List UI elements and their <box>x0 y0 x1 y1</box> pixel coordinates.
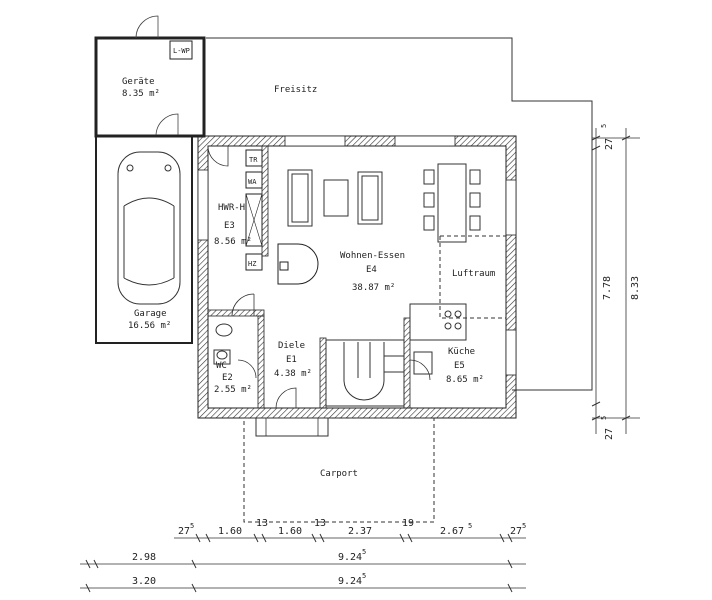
label-geraete: Geräte <box>122 77 155 87</box>
code-hwr: E3 <box>224 221 235 231</box>
label-wc: WC <box>216 361 227 371</box>
dim-right-v2: 8.33 <box>630 276 641 300</box>
dining-table <box>423 163 481 243</box>
car-icon <box>117 151 181 305</box>
code-diele: E1 <box>286 355 297 365</box>
area-hwr: 8.56 m² <box>214 237 252 247</box>
dim-top-1-sup: 5 <box>190 522 194 530</box>
dim-bottom-b: 9.24 <box>338 576 362 587</box>
dim-right-top: 27 <box>604 138 615 150</box>
dim-bottom-b-sup: 5 <box>362 572 366 580</box>
doors <box>207 145 431 409</box>
dim-top-7: 19 <box>402 518 414 529</box>
appliance-hz: HZ <box>248 260 256 268</box>
appliance-tr: TR <box>249 156 258 164</box>
dim-bottom-a: 3.20 <box>132 576 156 587</box>
dim-top-9-sup: 5 <box>522 522 526 530</box>
dim-mid-b: 9.24 <box>338 552 362 563</box>
label-luftraum: Luftraum <box>452 269 495 279</box>
dimension-lines <box>80 128 640 589</box>
dim-right-bottom: 27 <box>604 428 615 440</box>
dim-top-8-sup: 5 <box>468 522 472 530</box>
dim-mid-a: 2.98 <box>132 552 156 563</box>
dimension-ticks <box>85 135 631 593</box>
area-kueche: 8.65 m² <box>446 375 484 385</box>
label-kueche: Küche <box>448 347 475 357</box>
geraete-shed <box>94 15 206 138</box>
dim-top-2: 1.60 <box>218 526 242 537</box>
area-wc: 2.55 m² <box>214 385 252 395</box>
living-furniture <box>287 169 383 227</box>
dim-top-8: 2.67 <box>440 526 464 537</box>
dim-right-top-sup: 5 <box>600 124 608 128</box>
label-lwp: L-WP <box>173 47 190 55</box>
code-kueche: E5 <box>454 361 465 371</box>
code-wohnen: E4 <box>366 265 377 275</box>
dim-top-4: 1.60 <box>278 526 302 537</box>
freisitz-outline <box>206 37 593 391</box>
entrance-step <box>255 417 329 437</box>
kitchen-counter <box>409 303 467 375</box>
dim-top-6: 2.37 <box>348 526 372 537</box>
label-freisitz: Freisitz <box>274 85 317 95</box>
label-diele: Diele <box>278 341 305 351</box>
label-garage: Garage <box>134 309 167 319</box>
dim-mid-b-sup: 5 <box>362 548 366 556</box>
label-carport: Carport <box>320 469 358 479</box>
label-hwr: HWR-H <box>218 203 245 213</box>
dim-right-bottom-sup: 5 <box>600 416 608 420</box>
area-wohnen: 38.87 m² <box>352 283 395 293</box>
area-garage: 16.56 m² <box>128 321 171 331</box>
carport-outline <box>243 417 435 523</box>
dim-top-5: 13 <box>314 518 326 529</box>
area-geraete: 8.35 m² <box>122 89 160 99</box>
appliance-wa: WA <box>248 178 257 186</box>
dim-top-9: 27 <box>510 526 522 537</box>
dim-top-3: 13 <box>256 518 268 529</box>
label-wohnen: Wohnen-Essen <box>340 251 405 261</box>
house-walls <box>197 135 517 419</box>
luftraum-outline <box>439 235 506 319</box>
code-wc: E2 <box>222 373 233 383</box>
area-diele: 4.38 m² <box>274 369 312 379</box>
garage <box>95 135 193 344</box>
stove-icon <box>277 243 319 285</box>
dim-right-v1: 7.78 <box>602 276 613 300</box>
dim-top-1: 27 <box>178 526 190 537</box>
wc-fixtures <box>213 323 233 365</box>
staircase <box>325 339 405 407</box>
appliances <box>245 149 263 271</box>
